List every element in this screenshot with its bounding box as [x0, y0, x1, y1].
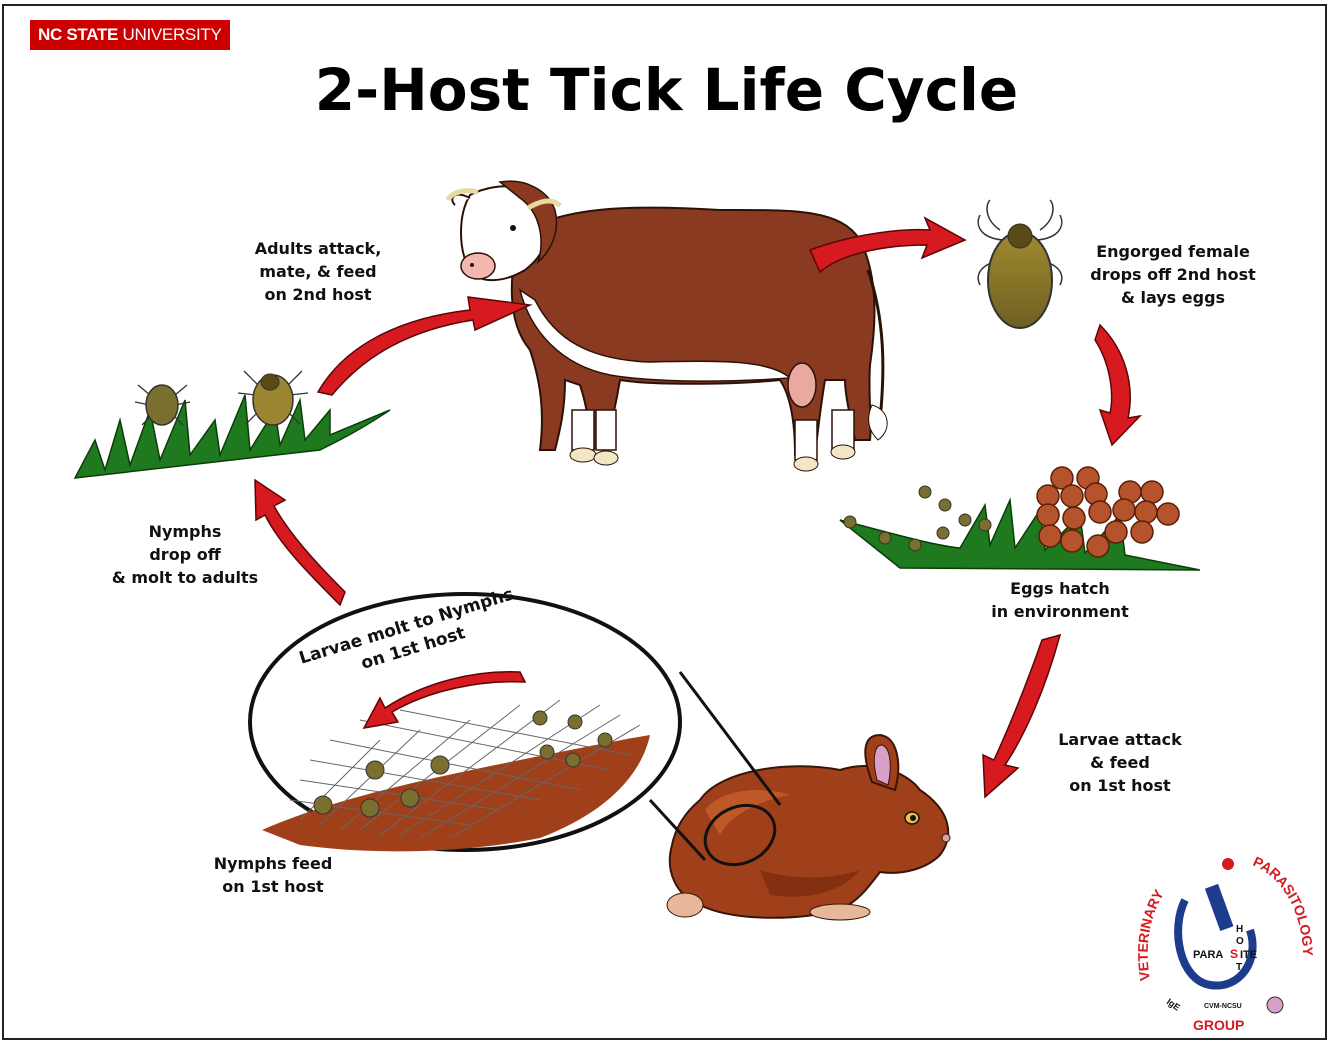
logo-group: GROUP: [1193, 1017, 1244, 1033]
logo-s: S: [1230, 947, 1238, 961]
logo-ite: ITE: [1240, 949, 1257, 961]
logo-host-h: H: [1236, 924, 1243, 935]
logo-ige: IgE: [1165, 996, 1182, 1012]
logo-arc-right: PARASITOLOGY: [1251, 853, 1317, 957]
logo-host-t: T: [1236, 962, 1242, 973]
logo-cvm: CVM-NCSU: [1204, 1003, 1242, 1010]
logo-arc-left: VETERINARY: [1135, 886, 1167, 982]
logo-host-o: O: [1236, 936, 1244, 947]
logo-para: PARA: [1193, 949, 1223, 961]
